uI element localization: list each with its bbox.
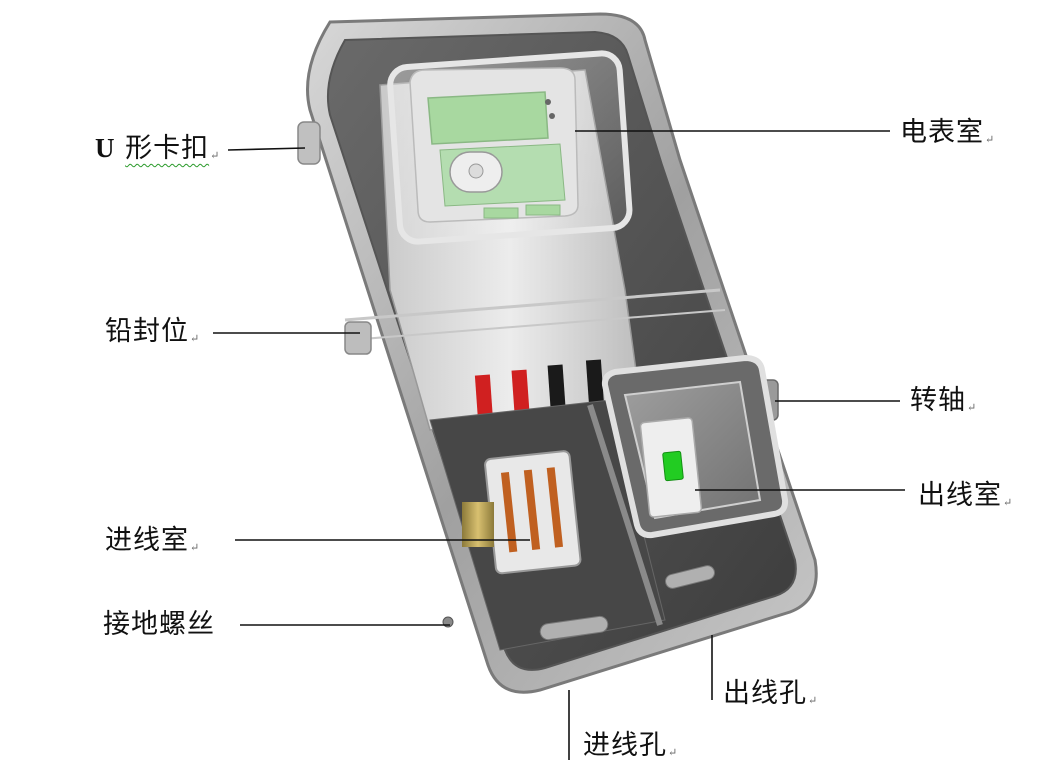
breaker-switch — [662, 450, 684, 482]
inlet-room — [429, 399, 715, 651]
label-ground-screw: 接地螺丝 — [103, 609, 215, 641]
paragraph-mark: ↵ — [190, 332, 201, 345]
meter-room — [379, 50, 641, 431]
paragraph-mark: ↵ — [967, 401, 978, 414]
label-outlet-room: 出线室↵ — [918, 480, 1013, 519]
meter-lcd — [427, 91, 549, 145]
u-clip-tab — [297, 121, 321, 165]
paragraph-mark: ↵ — [1003, 496, 1014, 509]
label-seal-position-text: 铅封位 — [105, 316, 189, 347]
label-inlet-room: 进线室↵ — [105, 525, 200, 564]
label-u-clip-text: 形卡扣 — [125, 133, 210, 164]
label-outlet-hole: 出线孔↵ — [723, 678, 818, 717]
label-u-clip: U 形卡扣↵ — [95, 132, 220, 172]
label-seal-position: 铅封位↵ — [105, 316, 200, 355]
label-u-clip-prefix: U — [95, 133, 116, 163]
label-ground-screw-text: 接地螺丝 — [103, 609, 215, 640]
label-pivot-text: 转轴 — [910, 385, 966, 416]
label-meter-room-text: 电表室 — [900, 117, 984, 148]
label-outlet-room-text: 出线室 — [918, 480, 1002, 511]
label-inlet-hole: 进线孔↵ — [583, 730, 678, 769]
paragraph-mark: ↵ — [985, 133, 996, 146]
paragraph-mark: ↵ — [808, 694, 819, 707]
label-meter-room: 电表室↵ — [900, 117, 995, 156]
seal-tab-left — [344, 321, 372, 355]
label-outlet-hole-text: 出线孔 — [723, 678, 807, 709]
leader-lines — [213, 130, 905, 760]
label-inlet-hole-text: 进线孔 — [583, 730, 667, 761]
paragraph-mark: ↵ — [210, 149, 221, 162]
paragraph-mark: ↵ — [190, 541, 201, 554]
paragraph-mark: ↵ — [668, 746, 679, 759]
label-pivot: 转轴↵ — [910, 385, 977, 424]
label-inlet-room-text: 进线室 — [105, 525, 189, 556]
outlet-room — [601, 354, 789, 539]
